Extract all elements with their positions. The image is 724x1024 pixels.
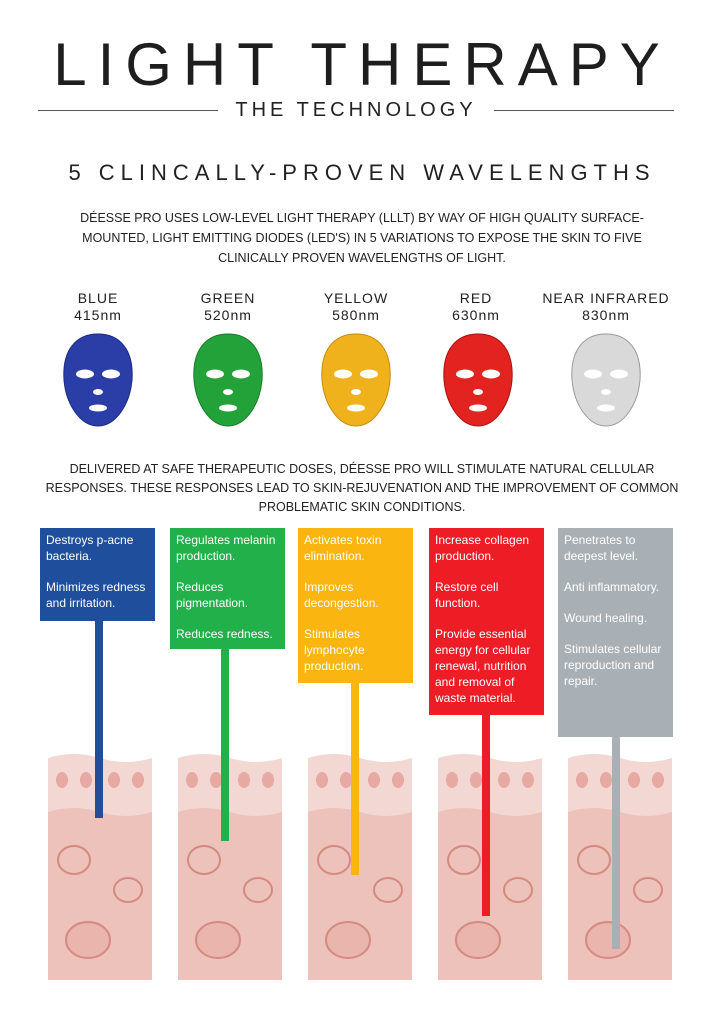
penetration-line-blue (95, 620, 103, 818)
benefit-text: Provide essential energy for cellular re… (435, 627, 531, 705)
subtitle-row: THE TECHNOLOGY (38, 97, 674, 127)
blue-led-mask (63, 333, 133, 427)
benefit-box-red: Increase collagen production. Restore ce… (429, 528, 544, 715)
wavelength-near-infrared: NEAR INFRARED 830nm (536, 290, 676, 324)
near-infrared-led-mask (571, 333, 641, 427)
benefit-box-blue: Destroys p-acne bacteria. Minimizes redn… (40, 528, 155, 621)
page-title: LIGHT THERAPY (53, 31, 671, 98)
benefit-text: Reduces redness. (176, 627, 273, 641)
wavelength-name: YELLOW (323, 290, 389, 306)
skin-cross-section (568, 754, 672, 980)
intro-paragraph: DÉESSE PRO USES LOW-LEVEL LIGHT THERAPY … (80, 211, 644, 265)
benefit-text: Anti inflammatory. (564, 580, 660, 594)
page-subtitle: THE TECHNOLOGY (235, 99, 477, 121)
wavelength-name: BLUE (77, 290, 119, 306)
wavelength-red: RED 630nm (411, 290, 541, 324)
divider-right (494, 110, 674, 111)
benefit-text: Stimulates lymphocyte production. (304, 627, 365, 673)
penetration-line-near-infrared (612, 736, 620, 949)
skin-cross-section (308, 754, 412, 980)
wavelength-green: GREEN 520nm (163, 290, 293, 324)
penetration-line-red (482, 714, 490, 917)
wavelength-name: GREEN (200, 290, 256, 306)
skin-cross-section (48, 754, 152, 980)
benefit-text: Regulates melanin production. (176, 533, 276, 563)
benefit-box-yellow: Activates toxin elimination. Improves de… (298, 528, 413, 683)
green-led-mask (193, 333, 263, 427)
section-heading: 5 CLINCALLY-PROVEN WAVELENGTHS (68, 160, 656, 185)
benefit-text: Destroys p-acne bacteria. (46, 533, 134, 563)
benefit-text: Reduces pigmentation. (176, 580, 249, 610)
benefit-text: Activates toxin elimination. (304, 533, 382, 563)
wavelength-nm: 580nm (332, 307, 380, 323)
divider-left (38, 110, 218, 111)
benefit-text: Penetrates to deepest level. (564, 533, 639, 563)
skin-cross-section (178, 754, 282, 980)
wavelength-nm: 630nm (452, 307, 500, 323)
benefit-text: Increase collagen production. (435, 533, 530, 563)
benefit-text: Improves decongestion. (304, 580, 379, 610)
skin-cross-section (438, 754, 542, 980)
wavelength-name: NEAR INFRARED (542, 290, 670, 306)
yellow-led-mask (321, 333, 391, 427)
delivered-paragraph: DELIVERED AT SAFE THERAPEUTIC DOSES, DÉE… (45, 462, 679, 514)
benefit-text: Minimizes redness and irritation. (46, 580, 146, 610)
benefit-box-near-infrared: Penetrates to deepest level. Anti inflam… (558, 528, 673, 737)
benefit-text: Restore cell function. (435, 580, 499, 610)
wavelength-nm: 830nm (582, 307, 630, 323)
red-led-mask (443, 333, 513, 427)
benefit-text: Wound healing. (564, 611, 648, 625)
penetration-line-green (221, 648, 229, 841)
wavelength-yellow: YELLOW 580nm (291, 290, 421, 324)
penetration-line-yellow (351, 682, 359, 875)
benefit-box-green: Regulates melanin production. Reduces pi… (170, 528, 285, 649)
wavelength-nm: 520nm (204, 307, 252, 323)
wavelength-name: RED (459, 290, 493, 306)
benefit-text: Stimulates cellular reproduction and rep… (564, 642, 662, 688)
wavelength-nm: 415nm (74, 307, 122, 323)
wavelength-blue: BLUE 415nm (33, 290, 163, 324)
